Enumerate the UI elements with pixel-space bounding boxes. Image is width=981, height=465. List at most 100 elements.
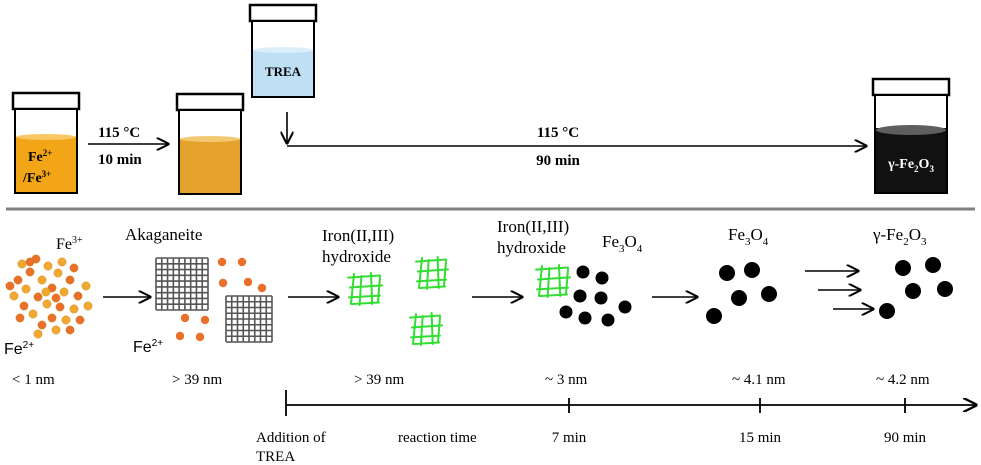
timeline-start-label: Addition of <box>256 430 326 446</box>
svg-text:Fe3O4: Fe3O4 <box>602 232 643 255</box>
svg-text:γ-Fe2O3: γ-Fe2O3 <box>887 157 934 174</box>
fe3-ion <box>43 261 53 271</box>
svg-text:Fe3+: Fe3+ <box>56 235 83 253</box>
trea-label: TREA <box>265 64 302 79</box>
step2-time: 90 min <box>536 153 580 169</box>
fe3-ion <box>57 257 67 267</box>
fe3-ion <box>17 259 27 269</box>
nanoparticle <box>594 291 608 305</box>
vial-trea-liquid <box>253 50 313 96</box>
timeline-start-label-2: TREA <box>256 449 295 465</box>
fe2-ion <box>13 275 23 285</box>
fe3-ion <box>69 304 79 314</box>
nanoparticle <box>925 257 941 273</box>
fe3-ion <box>81 281 91 291</box>
step1-temp: 115 °C <box>98 125 140 141</box>
fe2-ion <box>5 281 15 291</box>
nanoparticle <box>578 311 592 325</box>
nanoparticle <box>601 313 615 327</box>
nanoparticle <box>719 265 735 281</box>
vial-trea: TREA <box>248 3 318 98</box>
vial-fe-solution: Fe2+ /Fe3+ <box>11 91 81 194</box>
fe2-ion <box>218 278 228 288</box>
size-label-hydroxide: > 39 nm <box>354 372 404 388</box>
fe3-ion <box>37 275 47 285</box>
vial-heated-solution <box>175 92 245 195</box>
hydroxide-sheet <box>415 256 449 290</box>
size-label-4-1nm: ~ 4.1 nm <box>732 372 786 388</box>
fe3-ion <box>41 287 51 297</box>
fe2-ion <box>19 301 29 311</box>
timeline-tick-label: 90 min <box>884 430 927 446</box>
vial-maghemite-liquid <box>876 128 946 192</box>
size-label-akaganeite: > 39 nm <box>172 372 222 388</box>
fe2-ion <box>33 292 43 302</box>
svg-text:hydroxide: hydroxide <box>497 238 566 257</box>
fe2-ions <box>175 257 267 342</box>
step1-time: 10 min <box>98 152 142 168</box>
nanoparticles <box>706 262 777 324</box>
fe2-ion <box>73 291 83 301</box>
ion-cluster <box>5 254 93 339</box>
nanoparticles <box>559 265 632 327</box>
fe2-ion <box>75 315 85 325</box>
fe2-ion <box>200 315 210 325</box>
hydroxide-sheet <box>347 272 383 306</box>
fe3-ion <box>28 309 38 319</box>
timeline-tick-label: 7 min <box>552 430 587 446</box>
stage-hydroxide-magnetite: Iron(II,III) hydroxide Fe3O4 ~ 3 nm <box>497 217 643 388</box>
fe3-ion <box>83 301 93 311</box>
nanoparticle <box>937 281 953 297</box>
fe2-ion <box>217 257 227 267</box>
stage-arrow-5 <box>805 271 873 309</box>
fe3-ion <box>21 284 31 294</box>
svg-text:hydroxide: hydroxide <box>322 247 391 266</box>
svg-text:/Fe3+: /Fe3+ <box>22 169 51 186</box>
fe2-ion <box>65 275 75 285</box>
hydroxide-sheet <box>409 312 443 346</box>
fe3-ion <box>42 299 52 309</box>
akaganeite-label: Akaganeite <box>125 225 202 244</box>
step2-arrow: 115 °C 90 min <box>287 112 866 169</box>
fe2-ion <box>180 313 190 323</box>
fe2-ion <box>65 325 75 335</box>
svg-text:Fe2+: Fe2+ <box>28 148 52 165</box>
size-label-3nm: ~ 3 nm <box>545 372 588 388</box>
vial-heated-liquid <box>180 139 240 193</box>
fe2-ion <box>37 320 47 330</box>
vial-maghemite: γ-Fe2O3 <box>871 77 951 194</box>
nanoparticle <box>761 286 777 302</box>
fe2-ion <box>25 257 35 267</box>
stage-iron-hydroxide: Iron(II,III) hydroxide > 39 nm <box>322 226 449 388</box>
fe3-ion <box>59 287 69 297</box>
fe2-ion <box>257 283 267 293</box>
fe3-ion <box>53 268 63 278</box>
fe2-ion <box>25 267 35 277</box>
fe2-ion <box>237 257 247 267</box>
nanoparticle <box>618 300 632 314</box>
stage-fe-ions: Fe3+ Fe2+ < 1 nm <box>4 235 93 388</box>
stage-akaganeite: Akaganeite Fe2+ > 39 nm <box>125 225 273 388</box>
nanoparticle <box>595 271 609 285</box>
nanoparticle <box>559 305 573 319</box>
fe2-ion <box>55 302 65 312</box>
svg-text:Fe2+: Fe2+ <box>4 340 34 358</box>
size-label-4-2nm: ~ 4.2 nm <box>876 372 930 388</box>
fe2-ion <box>15 313 25 323</box>
hydroxide-sheet <box>535 264 571 298</box>
svg-text:Iron(II,III): Iron(II,III) <box>497 217 569 236</box>
timeline-tick-label: 15 min <box>739 430 782 446</box>
fe3-ion <box>9 291 19 301</box>
step2-temp: 115 °C <box>537 125 579 141</box>
akaganeite-grid <box>225 295 273 343</box>
svg-text:Iron(II,III): Iron(II,III) <box>322 226 394 245</box>
fe3-ion <box>33 329 43 339</box>
fe2-ion <box>195 332 205 342</box>
nanoparticle <box>744 262 760 278</box>
akaganeite-grid <box>155 257 209 311</box>
nanoparticle <box>895 260 911 276</box>
nanoparticle <box>731 290 747 306</box>
timeline-axis-label: reaction time <box>398 430 477 446</box>
nanoparticle <box>576 265 590 279</box>
